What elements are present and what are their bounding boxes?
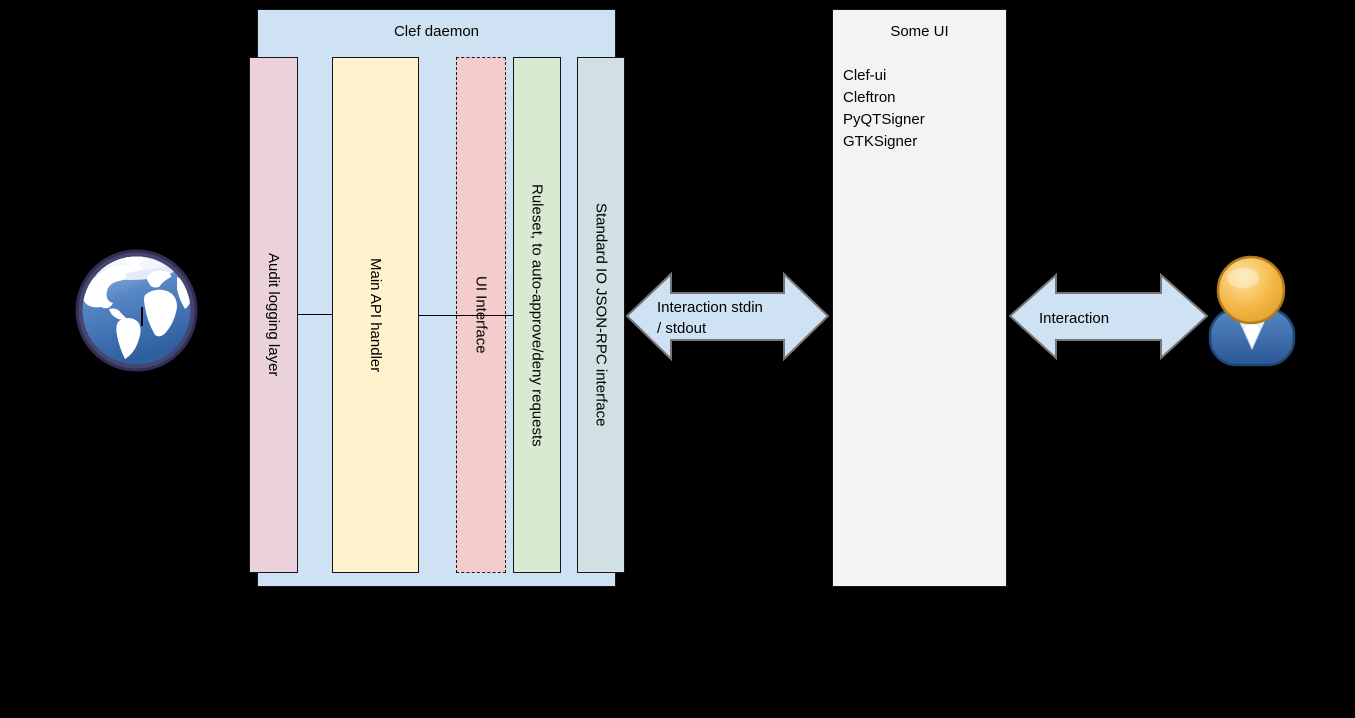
- user-arrow-label: Interaction: [1039, 310, 1110, 327]
- layer-stdio-jsonrpc: Standard IO JSON-RPC interface: [577, 57, 625, 573]
- ui-implementations-list: Clef-ui Cleftron PyQTSigner GTKSigner: [843, 65, 1002, 153]
- layer-ruleset-label: Ruleset, to auto-approve/deny requests: [528, 183, 546, 447]
- text-cursor-artifact: [141, 307, 143, 326]
- connector-line-api-ruleset: [418, 315, 513, 316]
- user-double-arrow: [1008, 272, 1209, 361]
- stdio-double-arrow: [625, 271, 830, 362]
- layer-ruleset: Ruleset, to auto-approve/deny requests: [513, 57, 561, 573]
- list-item: Clef-ui: [843, 67, 887, 84]
- some-ui-box: Some UI Clef-ui Cleftron PyQTSigner GTKS…: [832, 9, 1007, 587]
- list-item: Cleftron: [843, 89, 896, 106]
- person-icon: [1208, 255, 1296, 367]
- stdio-arrow-label: Interaction stdin / stdout: [657, 299, 763, 337]
- list-item: GTKSigner: [843, 133, 918, 150]
- layer-audit-logging-label: Audit logging layer: [265, 253, 282, 377]
- connector-line-audit-api: [298, 314, 332, 315]
- layer-stdio-jsonrpc-label: Standard IO JSON-RPC interface: [592, 203, 610, 427]
- layer-main-api-handler-label: Main API handler: [367, 257, 384, 373]
- globe-icon: [75, 249, 198, 372]
- clef-daemon-box: Clef daemon: [257, 9, 616, 587]
- layer-ui-interface-label: UI Interface: [472, 276, 490, 354]
- list-item: PyQTSigner: [843, 111, 925, 128]
- clef-daemon-title: Clef daemon: [393, 23, 480, 40]
- some-ui-title: Some UI: [890, 23, 949, 40]
- layer-audit-logging: Audit logging layer: [249, 57, 298, 573]
- layer-main-api-handler: Main API handler: [332, 57, 419, 573]
